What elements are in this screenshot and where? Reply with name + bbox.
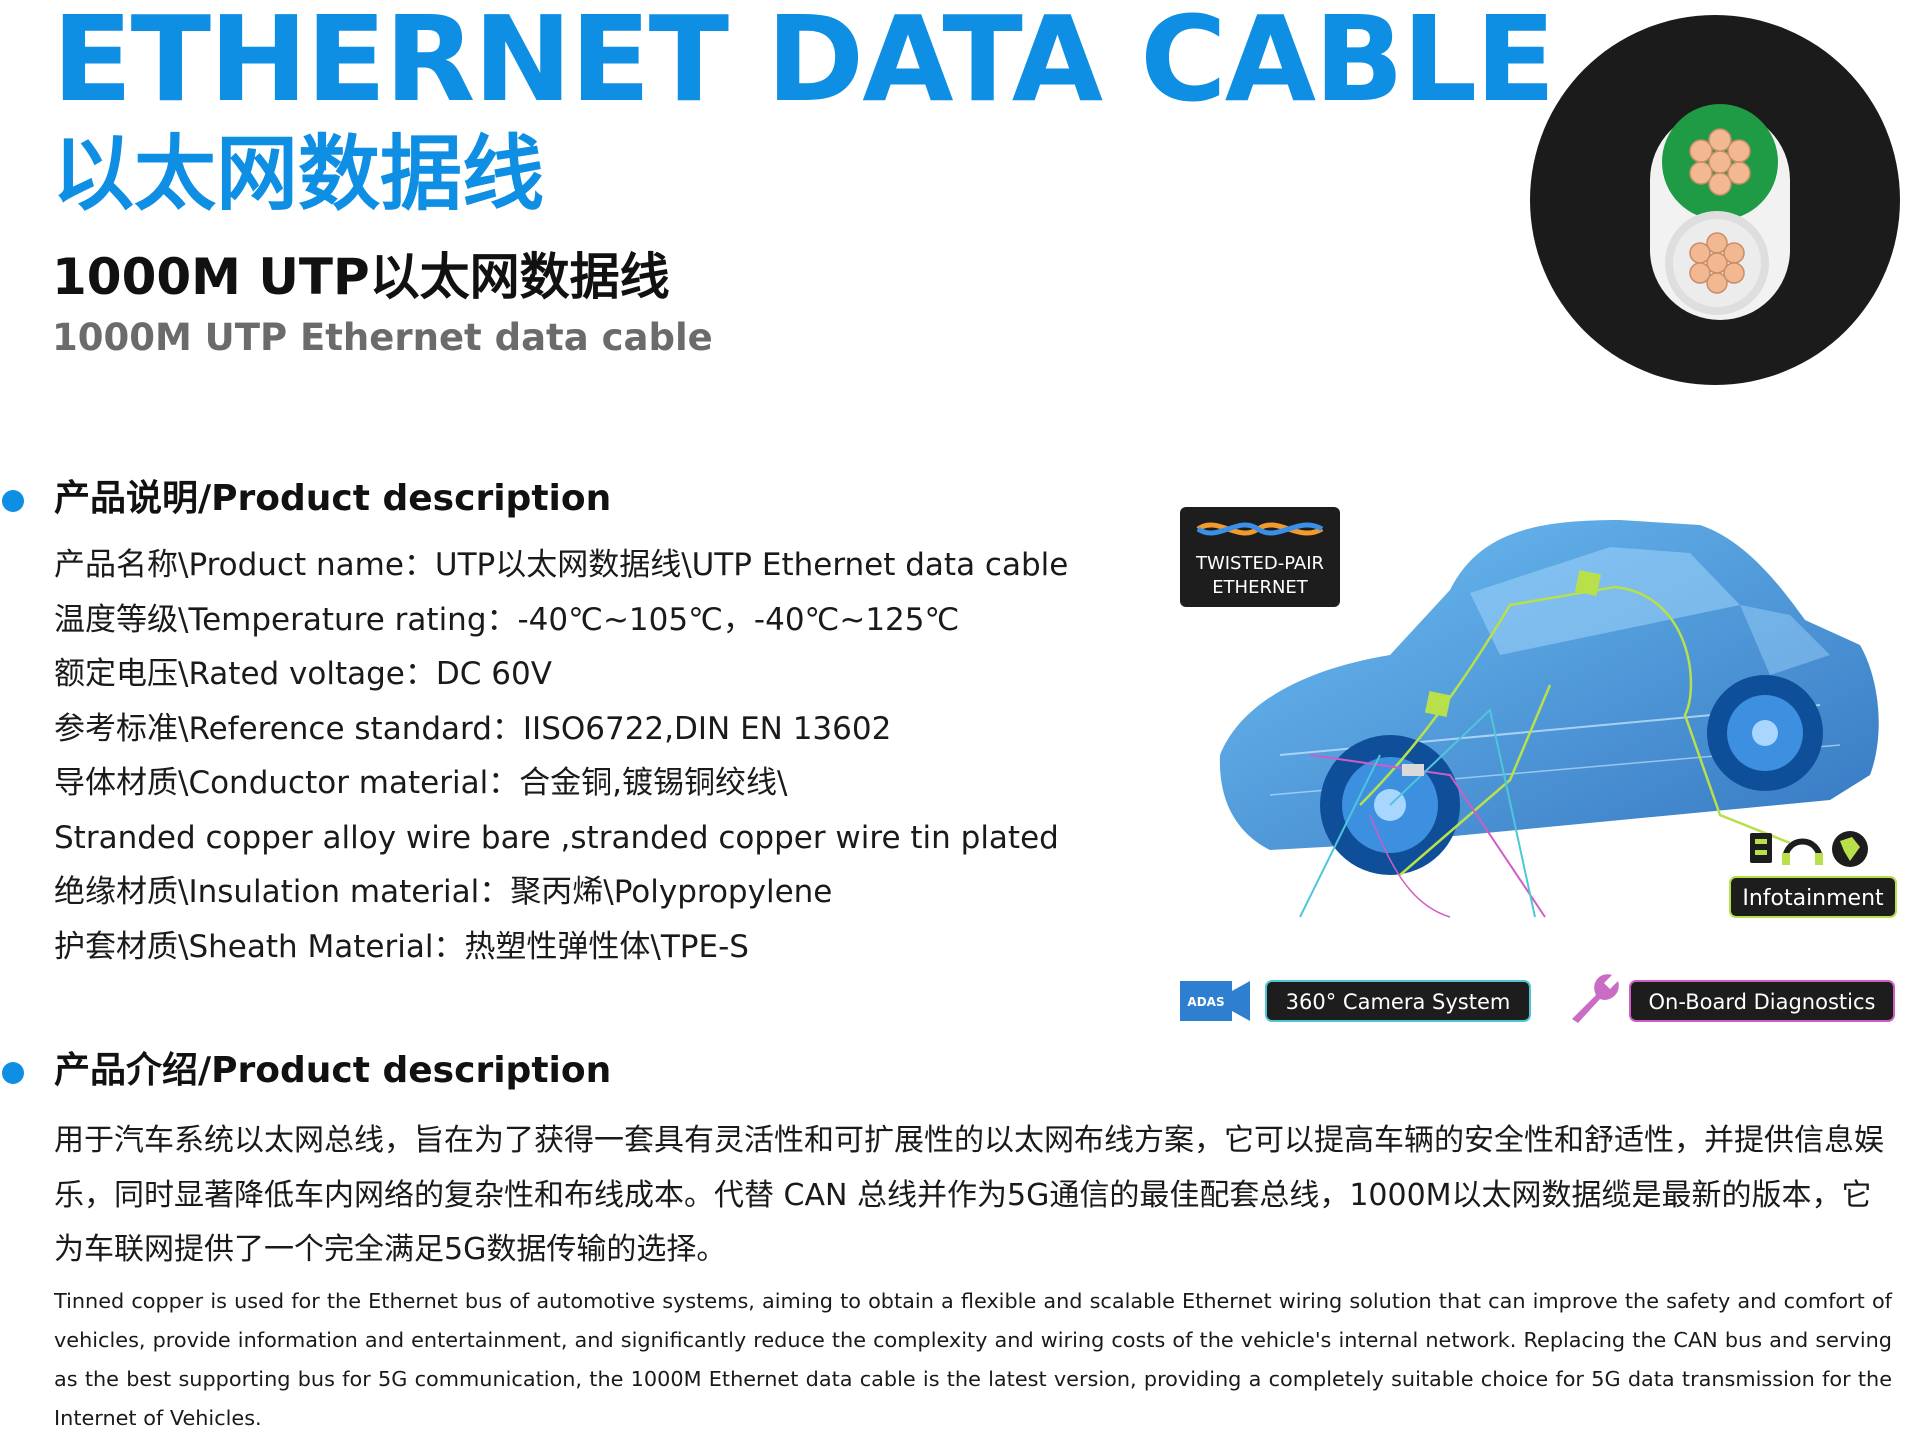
badge-line1: TWISTED-PAIR — [1195, 553, 1324, 574]
camera-system-label: 360° Camera System — [1286, 990, 1511, 1014]
wrench-icon — [1572, 974, 1619, 1023]
wheel-rear — [1707, 675, 1823, 791]
label-camera-system: 360° Camera System — [1265, 980, 1531, 1022]
intro-paragraph-chinese: 用于汽车系统以太网总线，旨在为了获得一套具有灵活性和可扩展性的以太网布线方案，它… — [54, 1123, 1884, 1267]
page-title: ETHERNET DATA CABLE — [52, 0, 1556, 128]
page-title-chinese: 以太网数据线 — [52, 127, 545, 222]
infotainment-icons — [1750, 831, 1868, 867]
section-bullet — [2, 490, 24, 512]
diagnostics-label: On-Board Diagnostics — [1649, 990, 1876, 1014]
spec-item: 导体材质\Conductor material：合金铜,镀锡铜绞线\ — [54, 765, 788, 801]
spec-item: Stranded copper alloy wire bare ,strande… — [54, 819, 1059, 856]
copper-strands-bottom — [1689, 232, 1745, 294]
infotainment-label: Infotainment — [1742, 886, 1884, 911]
product-subtitle-english: 1000M UTP Ethernet data cable — [52, 316, 713, 359]
spec-item: 额定电压\Rated voltage：DC 60V — [54, 656, 552, 692]
spec-item: 护套材质\Sheath Material：热塑性弹性体\TPE-S — [54, 928, 749, 965]
module-2 — [1424, 690, 1452, 718]
label-diagnostics: On-Board Diagnostics — [1629, 980, 1895, 1022]
spec-list: 产品名称\Product name：UTP以太网数据线\UTP Ethernet… — [54, 538, 1068, 974]
section-bullet — [2, 1062, 24, 1084]
spec-item: 参考标准\Reference standard：IISO6722,DIN EN … — [54, 710, 892, 747]
section-title-specs: 产品说明/Product description — [54, 478, 612, 519]
adas-camera-icon: ADAS — [1180, 981, 1250, 1021]
twisted-pair-ethernet-badge: TWISTED-PAIR ETHERNET — [1180, 507, 1340, 607]
copper-strands-top — [1689, 128, 1751, 196]
cable-cross-section-illustration — [1530, 15, 1900, 385]
spec-item: 绝缘材质\Insulation material：聚丙烯\Polypropyle… — [54, 874, 833, 910]
spec-item: 温度等级\Temperature rating：-40℃~105℃，-40℃~1… — [54, 601, 960, 638]
badge-line2: ETHERNET — [1212, 577, 1309, 598]
intro-paragraph-english: Tinned copper is used for the Ethernet b… — [54, 1289, 1892, 1430]
section-title-intro: 产品介绍/Product description — [54, 1050, 612, 1091]
module-1 — [1574, 569, 1602, 597]
product-subtitle-chinese: 1000M UTP以太网数据线 — [52, 248, 670, 306]
adas-tag: ADAS — [1187, 995, 1224, 1009]
spec-item: 产品名称\Product name：UTP以太网数据线\UTP Ethernet… — [54, 547, 1069, 583]
vehicle-network-illustration: TWISTED-PAIR ETHERNET Infotainment ADAS … — [1180, 507, 1897, 1023]
label-infotainment: Infotainment — [1729, 876, 1897, 918]
